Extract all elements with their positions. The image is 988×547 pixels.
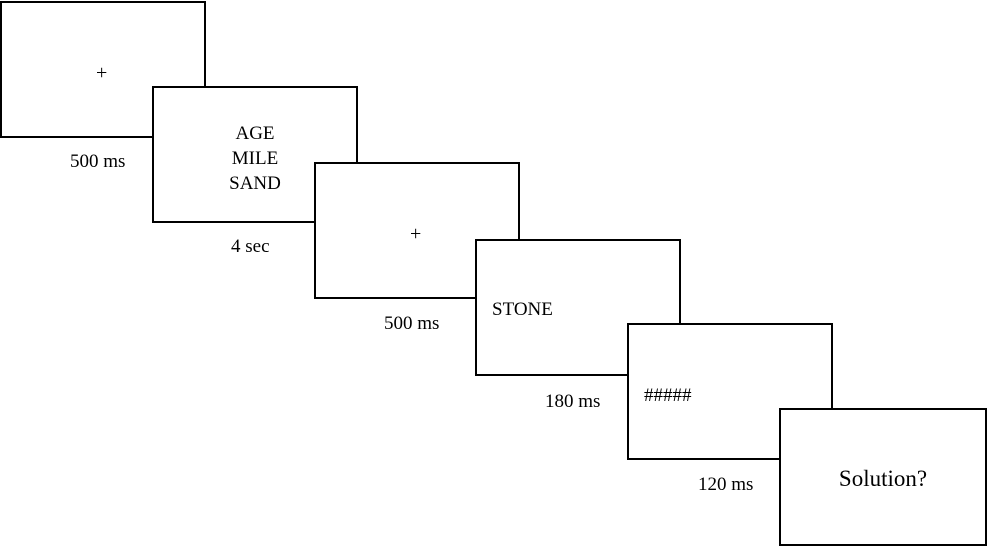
fixation-cross: + [96, 62, 108, 84]
triad-word-1: AGE [235, 123, 275, 144]
word-triad: AGE MILE SAND [154, 121, 356, 196]
triad-word-3: SAND [229, 173, 281, 194]
fixation-frame-1: + [0, 1, 206, 138]
fixation-cross: + [410, 223, 422, 245]
mask-string: ##### [644, 385, 692, 406]
word-triad-frame: AGE MILE SAND [152, 86, 358, 223]
duration-label-3: 500 ms [384, 313, 440, 334]
duration-label-4: 180 ms [545, 391, 601, 412]
duration-label-1: 500 ms [70, 151, 126, 172]
solution-prompt-frame: Solution? [779, 408, 987, 546]
solution-prompt: Solution? [838, 466, 928, 491]
duration-label-2: 4 sec [231, 236, 270, 257]
triad-word-2: MILE [231, 148, 279, 169]
duration-label-5: 120 ms [698, 474, 754, 495]
target-word: STONE [492, 299, 553, 320]
